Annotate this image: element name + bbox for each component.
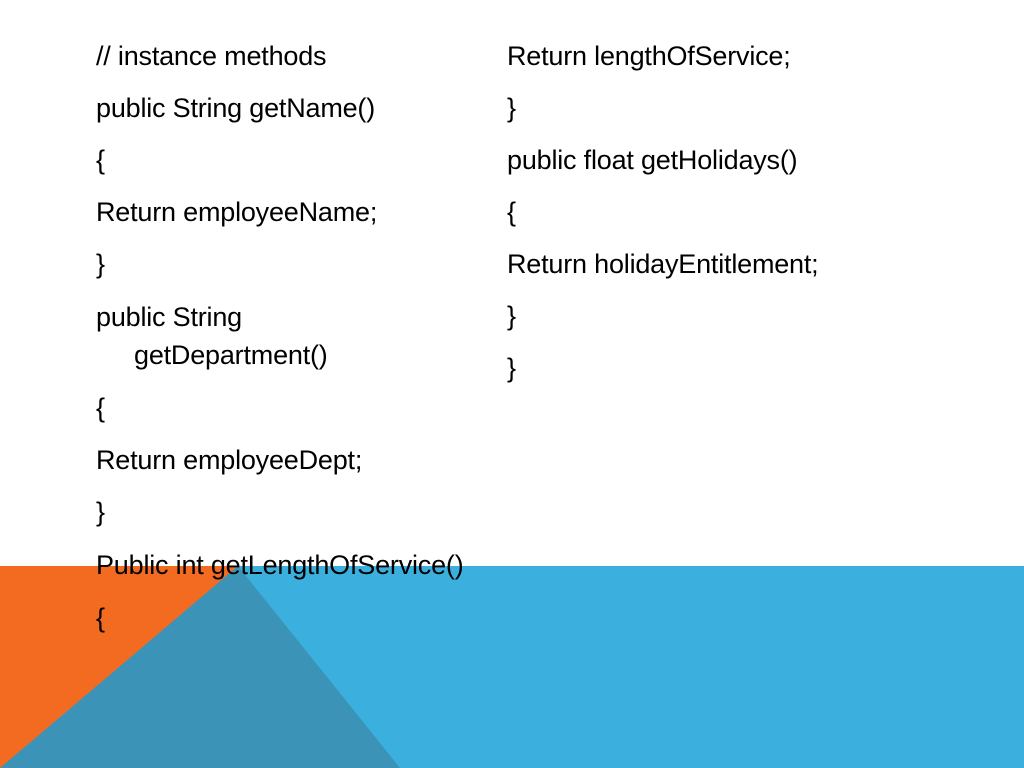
code-line: public float getHolidays() (507, 145, 798, 175)
code-line: } (96, 497, 105, 527)
decorative-footer-shapes (0, 566, 1024, 768)
code-line: { (96, 603, 105, 633)
code-line: Return holidayEntitlement; (507, 249, 819, 279)
code-line: public String getDepartment() (96, 302, 328, 370)
code-line: Return lengthOfService; (507, 41, 791, 71)
footer-dark-triangle (0, 566, 400, 768)
code-column-right: Return lengthOfService; } public float g… (507, 38, 987, 402)
code-line: // instance methods (96, 41, 327, 71)
code-line: Return employeeName; (96, 197, 378, 227)
code-line: Public int getLengthOfService() (96, 550, 464, 580)
code-line: Return employeeDept; (96, 445, 363, 475)
code-line: } (507, 353, 516, 383)
code-line: public String getName() (96, 93, 376, 123)
code-line: { (507, 197, 516, 227)
code-line: } (507, 301, 516, 331)
code-line: } (507, 93, 516, 123)
code-line: { (96, 145, 105, 175)
code-line: } (96, 249, 105, 279)
code-column-left: // instance methods public String getNam… (96, 38, 486, 652)
code-line: { (96, 393, 105, 423)
